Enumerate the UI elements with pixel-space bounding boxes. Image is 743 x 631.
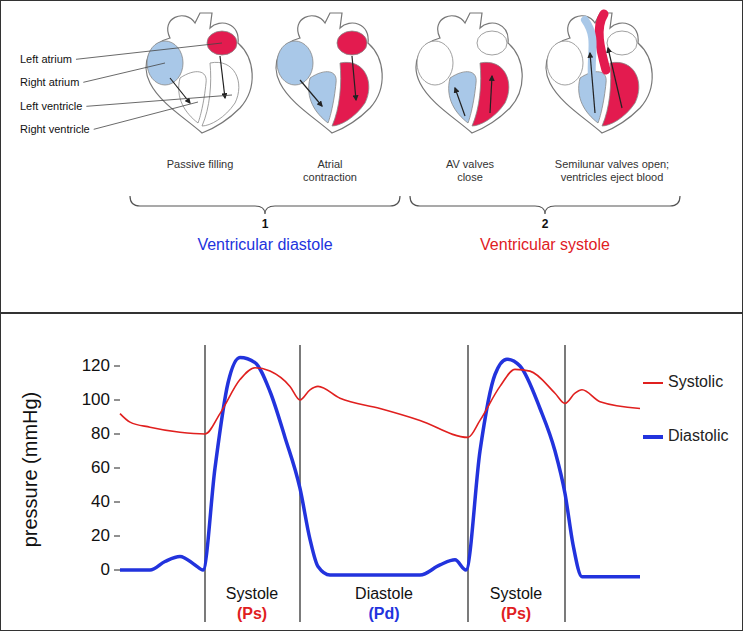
legend-line	[643, 382, 663, 384]
part-label: Left ventricle	[20, 100, 82, 113]
tick-mark	[114, 570, 120, 571]
tick-mark	[114, 366, 120, 367]
phase-label: Systole	[210, 585, 294, 603]
pressure-symbol: (Ps)	[474, 605, 558, 623]
phase-caption: AV valves close	[434, 158, 506, 183]
heart-illustration	[276, 13, 382, 133]
tick-mark	[114, 468, 120, 469]
ventricular-pressure-curve	[120, 358, 640, 577]
leader-line	[76, 43, 222, 59]
callout-number: 2	[533, 218, 557, 232]
leader-line	[83, 63, 165, 82]
phase-divider	[205, 345, 565, 622]
phase-caption: Semilunar valves open; ventricles eject …	[544, 158, 680, 183]
heart-illustration	[416, 13, 522, 133]
axis-title: pressure (mmHg)	[19, 370, 42, 570]
part-label: Left atrium	[20, 53, 72, 66]
tick-mark	[114, 434, 120, 435]
panel-border	[1, 1, 743, 313]
phase-caption: Passive filling	[164, 158, 236, 171]
pressure-curves	[120, 358, 640, 577]
part-label: Right ventricle	[20, 123, 90, 136]
bracket	[130, 196, 400, 214]
pressure-symbol: (Pd)	[342, 605, 426, 623]
tick-mark	[114, 400, 120, 401]
callout-number: 1	[253, 218, 277, 232]
heart-illustration	[146, 13, 252, 133]
tick-mark	[114, 502, 120, 503]
legend-lines	[643, 383, 663, 437]
part-label: Right atrium	[20, 76, 79, 89]
leader-line	[86, 95, 232, 106]
tick-mark	[114, 536, 120, 537]
panel-border	[1, 314, 743, 631]
aortic-pressure-curve	[120, 368, 640, 438]
bracket	[410, 196, 680, 214]
tick-label: 120	[62, 356, 110, 376]
legend-label: Diastolic	[668, 427, 728, 445]
tick-label: 100	[62, 390, 110, 410]
phase-caption: Atrial contraction	[290, 158, 370, 183]
phase-label: Diastole	[342, 585, 426, 603]
leader-line	[94, 102, 198, 129]
phase-title: Ventricular diastole	[155, 236, 375, 254]
tick-label: 80	[62, 424, 110, 444]
axis-ticks	[114, 366, 120, 570]
tick-label: 20	[62, 526, 110, 546]
pressure-symbol: (Ps)	[210, 605, 294, 623]
phase-label: Systole	[474, 585, 558, 603]
heart-illustration	[546, 13, 652, 133]
leader-lines	[76, 43, 232, 129]
tick-label: 40	[62, 492, 110, 512]
tick-label: 0	[62, 560, 110, 580]
phase-title: Ventricular systole	[435, 236, 655, 254]
tick-label: 60	[62, 458, 110, 478]
legend-line	[643, 435, 663, 439]
legend-label: Systolic	[668, 373, 723, 391]
